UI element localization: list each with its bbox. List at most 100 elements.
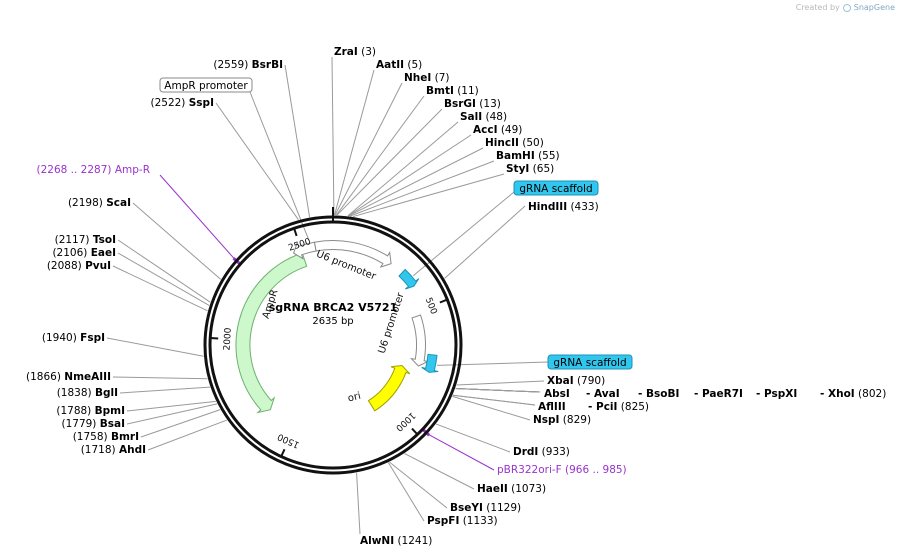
- enzyme-label-styi[interactable]: StyI (65): [506, 163, 554, 175]
- plasmid-name: sgRNA BRCA2 V5721: [269, 301, 398, 314]
- enzyme-line-bmri: [140, 409, 221, 438]
- ruler-tick-1500: [280, 448, 286, 457]
- enzyme-line-pvui: [112, 265, 208, 312]
- enzyme-line-hincii: [348, 147, 484, 217]
- enzyme-label-bmri[interactable]: (1758) BmrI: [73, 431, 139, 443]
- enzyme-label-bgli[interactable]: (1838) BglI: [57, 387, 118, 399]
- enzyme-label-acci[interactable]: AccI (49): [473, 124, 522, 136]
- enzyme-line-bpmi: [126, 400, 216, 412]
- primer-label-pbr322ori-f-966-985[interactable]: pBR322ori-F (966 .. 985): [497, 464, 627, 476]
- enzyme-label-pcii[interactable]: - PciI (825): [588, 401, 649, 413]
- primer-line-1: [427, 433, 495, 471]
- enzyme-label-scai[interactable]: (2198) ScaI: [68, 197, 131, 209]
- ruler-label-500: 500: [423, 296, 439, 316]
- enzyme-line-sspi: [215, 102, 299, 220]
- enzyme-label-paer7i[interactable]: - PaeR7I: [694, 388, 743, 400]
- enzyme-label-nmeaiii[interactable]: (1866) NmeAIII: [26, 371, 111, 383]
- feature-grna-scaffold-arrow[interactable]: [398, 268, 420, 290]
- callout-label-grna-scaffold: gRNA scaffold: [553, 357, 626, 369]
- snapgene-logo-icon: [842, 3, 851, 12]
- enzyme-label-nspi[interactable]: NspI (829): [533, 414, 591, 426]
- enzyme-label-bsrgi[interactable]: BsrGI (13): [444, 98, 501, 110]
- enzyme-label-bmti[interactable]: BmtI (11): [426, 85, 479, 97]
- callout-line-1: [412, 191, 515, 277]
- enzyme-label-alwni[interactable]: AlwNI (1241): [360, 535, 432, 547]
- feature-ampr-arrow[interactable]: [235, 252, 308, 414]
- brand-name: SnapGene: [853, 3, 895, 12]
- enzyme-line-alwni: [356, 472, 361, 535]
- enzyme-label-sspi[interactable]: (2522) SspI: [150, 97, 214, 109]
- enzyme-line-ahdi: [147, 419, 228, 451]
- callout-box-grna-scaffold[interactable]: [547, 354, 633, 370]
- enzyme-line-pspfi: [387, 462, 425, 522]
- enzyme-line-pcii: [452, 394, 536, 406]
- enzyme-line-aatii: [334, 69, 375, 216]
- enzyme-label-bsobi[interactable]: - BsoBI: [638, 388, 679, 400]
- enzyme-line-acci: [347, 134, 472, 217]
- enzyme-line-tsoi: [117, 239, 211, 303]
- enzyme-line-sali: [347, 121, 459, 217]
- ruler-tick-2500: [293, 228, 298, 237]
- callout-box-grna-scaffold[interactable]: [513, 180, 599, 196]
- enzyme-label-haeii[interactable]: HaeII (1073): [477, 483, 546, 495]
- enzyme-label-avai[interactable]: - AvaI: [586, 388, 620, 400]
- enzyme-line-bsrbi: [284, 64, 311, 218]
- enzyme-label-nhei[interactable]: NheI (7): [404, 72, 450, 84]
- enzyme-label-zrai[interactable]: ZraI (3): [334, 46, 376, 58]
- enzyme-labels: ZraI (3)AatII (5)NheI (7)BmtI (11)BsrGI …: [26, 46, 886, 547]
- enzyme-label-pvui[interactable]: (2088) PvuI: [47, 260, 111, 272]
- enzyme-label-pspxi[interactable]: - PspXI: [756, 388, 797, 400]
- enzyme-label-hincii[interactable]: HincII (50): [485, 137, 544, 149]
- enzyme-line-zrai: [331, 56, 335, 216]
- feature-grna-scaffold-arrow[interactable]: [421, 353, 439, 373]
- plasmid-size: 2635 bp: [312, 316, 353, 327]
- ruler-label-2000: 2000: [223, 327, 234, 351]
- enzyme-line-bseyi: [389, 461, 448, 509]
- enzyme-line-eaei: [117, 252, 210, 306]
- enzyme-label-bsrbi[interactable]: (2559) BsrBI: [213, 59, 283, 71]
- enzyme-label-bpmi[interactable]: (1788) BpmI: [56, 405, 125, 417]
- ruler-tick-500: [439, 298, 448, 304]
- enzyme-line-bsrgi: [336, 108, 443, 216]
- enzyme-line-drdi: [436, 423, 511, 453]
- enzyme-label-ahdi[interactable]: (1718) AhdI: [81, 444, 146, 456]
- enzyme-label-bsai[interactable]: (1779) BsaI: [61, 418, 125, 430]
- feature-ori-arrow[interactable]: [367, 364, 411, 412]
- callout-label-ampr-promoter: AmpR promoter: [164, 80, 248, 92]
- enzyme-line-xhoi: [455, 388, 541, 393]
- enzyme-label-xbai[interactable]: XbaI (790): [547, 375, 605, 387]
- enzyme-line-xbai: [456, 380, 545, 386]
- enzyme-line-bmti: [336, 95, 425, 216]
- ruler-tick-1000: [411, 427, 419, 436]
- callout-label-grna-scaffold: gRNA scaffold: [519, 183, 592, 195]
- enzyme-line-bgli: [119, 386, 211, 394]
- enzyme-line-nmeaiii: [112, 376, 208, 380]
- enzyme-label-fspi[interactable]: (1940) FspI: [42, 332, 105, 344]
- feature-ampr-promoter-arrow[interactable]: [292, 240, 317, 260]
- enzyme-leader-lines: [106, 56, 549, 535]
- enzyme-label-eaei[interactable]: (2106) EaeI: [52, 247, 116, 259]
- ruler-label-1500: 1500: [276, 431, 301, 450]
- primer-label-2268-2287-amp-r[interactable]: (2268 .. 2287) Amp-R: [37, 164, 151, 176]
- enzyme-line-bamhi: [349, 160, 495, 217]
- enzyme-line-nspi: [452, 395, 531, 421]
- enzyme-label-drdi[interactable]: DrdI (933): [513, 446, 570, 458]
- feature-label-ori: ori: [347, 391, 362, 405]
- enzyme-label-hindiii[interactable]: HindIII (433): [528, 201, 599, 213]
- feature-u6-promoter-arrow[interactable]: [409, 314, 430, 367]
- enzyme-label-absi[interactable]: AbsI: [544, 388, 570, 400]
- enzyme-label-afliii[interactable]: AflIII: [538, 401, 566, 413]
- enzyme-label-sali[interactable]: SalI (48): [460, 111, 507, 123]
- enzyme-label-bamhi[interactable]: BamHI (55): [496, 150, 560, 162]
- enzyme-label-aatii[interactable]: AatII (5): [376, 59, 422, 71]
- enzyme-label-bseyi[interactable]: BseYI (1129): [450, 502, 521, 514]
- credit-prefix: Created by: [795, 3, 840, 12]
- feature-u6-promoter-arrow[interactable]: [313, 240, 392, 268]
- enzyme-label-pspfi[interactable]: PspFI (1133): [427, 515, 498, 527]
- snapgene-credit: Created by SnapGene: [796, 3, 895, 12]
- callout-box-ampr-promoter[interactable]: [159, 77, 253, 93]
- enzyme-line-nhei: [334, 82, 403, 216]
- enzyme-label-tsoi[interactable]: (2117) TsoI: [55, 234, 116, 246]
- enzyme-label-xhoi[interactable]: - XhoI (802): [820, 388, 886, 400]
